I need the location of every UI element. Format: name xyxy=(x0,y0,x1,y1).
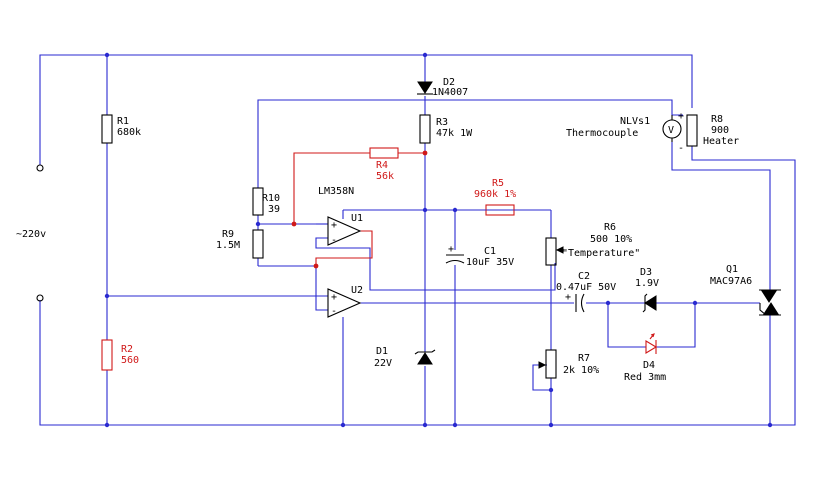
d1-ref: D1 xyxy=(376,346,388,357)
q1-ref: Q1 xyxy=(726,264,738,275)
ac-terminal-top[interactable] xyxy=(36,164,44,172)
svg-text:+: + xyxy=(565,292,571,303)
d2-value: 1N4007 xyxy=(432,87,468,98)
ac-terminal-bottom[interactable] xyxy=(36,294,44,302)
q1-triac xyxy=(759,289,781,316)
r5-ref: R5 xyxy=(492,178,504,189)
opamp-part: LM358N xyxy=(318,186,354,197)
d1-zener xyxy=(414,349,436,365)
c1-value: 10uF 35V xyxy=(466,257,514,268)
c2-value: 0.47uF 50V xyxy=(556,282,616,293)
wires xyxy=(39,54,796,426)
thermocouple-source: V + - xyxy=(662,111,684,154)
d4-ref: D4 xyxy=(643,360,655,371)
r8-note: Heater xyxy=(703,136,739,147)
svg-text:-: - xyxy=(331,306,337,317)
r6-ref: R6 xyxy=(604,222,616,233)
d3-value: 1.9V xyxy=(635,278,659,289)
r1-value: 680k xyxy=(117,127,141,138)
u2-opamp: + - xyxy=(327,288,362,318)
labels: ~220v R1 680k R2 560 D2 1N4007 R3 47k 1W… xyxy=(16,77,752,383)
c1-capacitor: + xyxy=(445,244,465,264)
r7-value: 2k 10% xyxy=(563,365,599,376)
r9-value: 1.5M xyxy=(216,240,240,251)
d1-value: 22V xyxy=(374,358,392,369)
r3-ref: R3 xyxy=(436,117,448,128)
nlvs1-value: Thermocouple xyxy=(566,128,638,139)
r5-value: 960k 1% xyxy=(474,189,516,200)
r4-resistor xyxy=(369,147,399,159)
r1-resistor xyxy=(101,114,113,144)
c2-ref: C2 xyxy=(578,271,590,282)
svg-text:+: + xyxy=(331,220,337,231)
d2-ref: D2 xyxy=(443,77,455,88)
r6-potentiometer xyxy=(545,237,557,266)
r3-resistor xyxy=(419,114,431,144)
r10-resistor xyxy=(252,187,264,216)
d4-value: Red 3mm xyxy=(624,372,666,383)
c2-capacitor: + xyxy=(565,292,585,313)
nlvs1-ref: NLVs1 xyxy=(620,116,650,127)
r10-value: 39 xyxy=(268,204,280,215)
r6-note: "Temperature" xyxy=(562,248,640,259)
u2-label: U2 xyxy=(351,285,363,296)
svg-text:V: V xyxy=(668,125,674,136)
r8-heater xyxy=(686,114,698,147)
svg-text:-: - xyxy=(331,235,337,246)
r6-value: 500 10% xyxy=(590,234,632,245)
svg-text:+: + xyxy=(331,292,337,303)
d2-diode xyxy=(417,81,433,95)
r2-value: 560 xyxy=(121,355,139,366)
r1-ref: R1 xyxy=(117,116,129,127)
r9-ref: R9 xyxy=(222,229,234,240)
u1-opamp: + - xyxy=(327,216,362,246)
r4-ref: R4 xyxy=(376,160,388,171)
r10-ref: R10 xyxy=(262,193,280,204)
svg-text:+: + xyxy=(678,111,684,122)
svg-text:+: + xyxy=(448,244,454,255)
r4-value: 56k xyxy=(376,171,394,182)
r8-value: 900 xyxy=(711,125,729,136)
r3-value: 47k 1W xyxy=(436,128,473,139)
u1-label: U1 xyxy=(351,213,363,224)
d3-ref: D3 xyxy=(640,267,652,278)
q1-value: MAC97A6 xyxy=(710,276,752,287)
r8-ref: R8 xyxy=(711,114,723,125)
r7-ref: R7 xyxy=(578,353,590,364)
r2-ref: R2 xyxy=(121,344,133,355)
r9-resistor xyxy=(252,229,264,259)
r2-resistor xyxy=(101,339,113,371)
d3-zener xyxy=(642,293,657,313)
feedback-wires xyxy=(293,152,425,266)
svg-text:-: - xyxy=(678,143,684,154)
c1-ref: C1 xyxy=(484,246,496,257)
supply-label: ~220v xyxy=(16,229,46,240)
r7-potentiometer xyxy=(545,349,557,379)
d4-led xyxy=(645,333,658,354)
